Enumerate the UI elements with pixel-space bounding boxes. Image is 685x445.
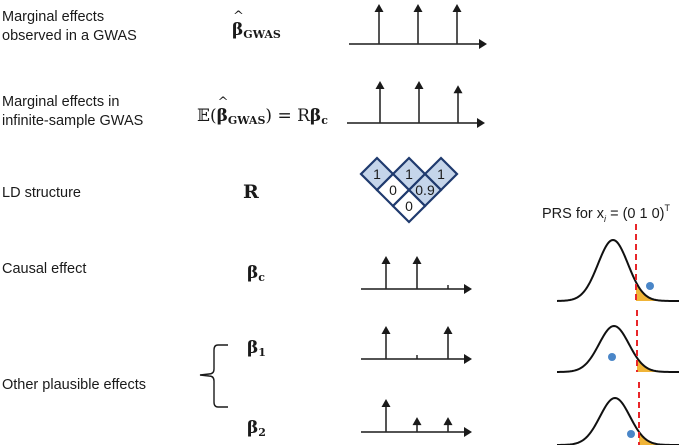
stem-arrow-icon [412, 256, 422, 264]
stem-arrow-icon [374, 4, 384, 12]
ld-cell-r13: 0 [391, 188, 427, 224]
ld-cell-value: 0.9 [415, 182, 435, 198]
stem-arrow-icon [375, 81, 385, 89]
prs-panel-1 [556, 224, 680, 302]
prs-distribution-curve [556, 238, 680, 302]
prs-distribution-curve [557, 396, 679, 445]
stem-plot-beta-c [361, 256, 472, 294]
stem-plot-beta-gwas [349, 4, 487, 49]
stem-arrow-icon [381, 256, 391, 264]
stem-arrow-icon [413, 4, 423, 12]
stem-plot-beta-2 [361, 399, 472, 437]
symbol-expected-beta-gwas: 𝔼(βGWAS) = Rβc [197, 95, 328, 127]
ld-cell-shape [391, 188, 427, 224]
prs-title: PRS for xi = (0 1 0)T [542, 203, 670, 224]
stem-arrow-icon [381, 399, 391, 407]
axis-arrow-icon [464, 427, 472, 437]
stem-plot-beta-1 [361, 326, 472, 364]
label-other-effects: Other plausible effects [2, 377, 147, 393]
label-ld-structure: LD structure [2, 185, 81, 201]
label-causal-effect: Causal effect [2, 261, 87, 277]
symbol-R: R [243, 181, 259, 203]
prs-score-point [627, 430, 635, 438]
prs-panel-2 [556, 310, 680, 373]
stem-plot-expected-beta-gwas [347, 81, 485, 128]
label-marginal-observed: Marginal effects observed in a GWAS [2, 9, 137, 44]
prs-score-point [608, 353, 616, 361]
prs-panel-3 [557, 382, 679, 445]
axis-arrow-icon [479, 39, 487, 49]
ld-cell-value: 0 [405, 198, 413, 214]
ld-cell-value: 1 [437, 166, 445, 182]
ld-cell-value: 0 [389, 182, 397, 198]
symbol-beta-c: βc [247, 263, 265, 284]
stem-arrow-icon [412, 417, 422, 426]
axis-arrow-icon [477, 118, 485, 128]
axis-arrow-icon [464, 284, 472, 294]
symbol-beta-gwas: βGWAS [232, 9, 281, 41]
symbol-beta-1: β1 [247, 338, 266, 359]
prs-score-point [646, 282, 654, 290]
axis-arrow-icon [464, 354, 472, 364]
ld-cell-value: 1 [373, 166, 381, 182]
stem-arrow-icon [452, 4, 462, 12]
stem-arrow-icon [414, 81, 424, 89]
prs-distribution-curve [556, 324, 680, 373]
stem-arrow-icon [381, 326, 391, 334]
stem-arrow-icon [453, 85, 463, 94]
label-marginal-infinite: Marginal effects in infinite-sample GWAS [2, 94, 144, 129]
brace-icon [199, 344, 228, 408]
ld-cell-value: 1 [405, 166, 413, 182]
stem-arrow-icon [443, 417, 453, 426]
symbol-beta-2: β2 [247, 418, 266, 439]
stem-arrow-icon [443, 326, 453, 334]
